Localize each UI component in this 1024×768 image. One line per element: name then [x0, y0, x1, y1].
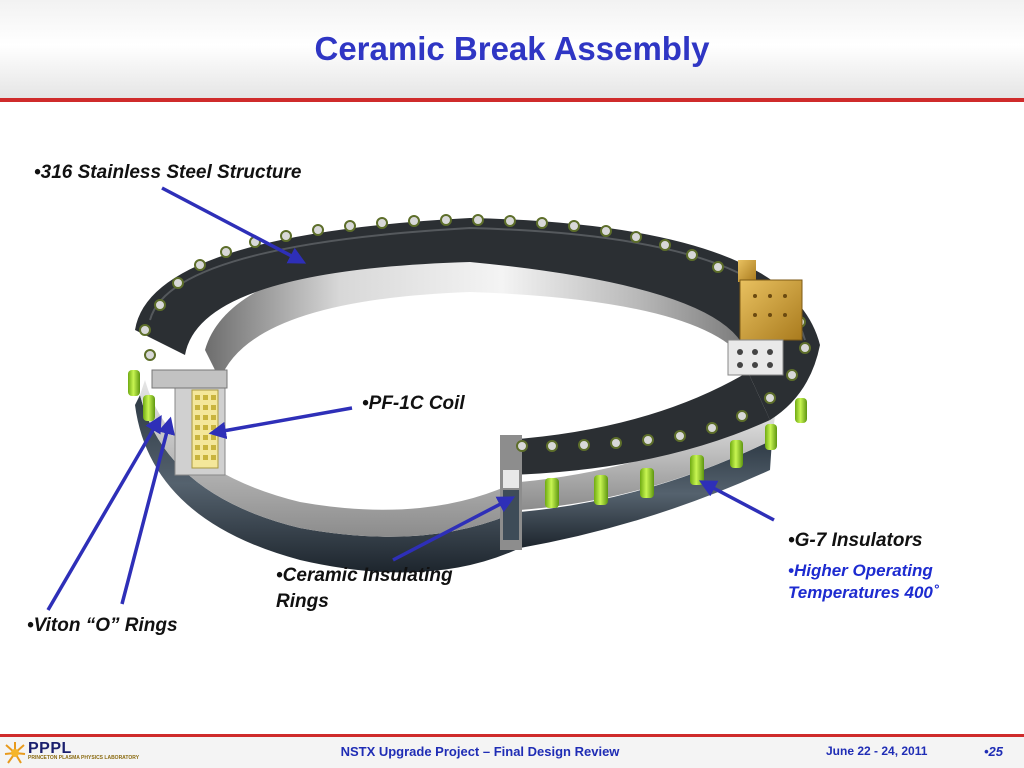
- footer-date: June 22 - 24, 2011: [826, 744, 928, 758]
- footer-project-name: NSTX Upgrade Project – Final Design Revi…: [340, 744, 620, 759]
- arrow-stainless: [161, 186, 307, 264]
- label-viton-o-rings: •Viton “O” Rings: [27, 615, 178, 636]
- label-stainless-steel: •316 Stainless Steel Structure: [34, 162, 302, 183]
- arrow-viton-2: [120, 416, 175, 605]
- header-divider: [0, 98, 1024, 102]
- front-flange: [505, 372, 770, 475]
- label-pf-1c-coil: •PF-1C Coil: [362, 393, 465, 414]
- g-7-insulators: [128, 370, 807, 508]
- label-higher-operating-temp: •Higher Operating Temperatures 400˚: [788, 561, 939, 602]
- lower-ring-plate: [140, 380, 520, 537]
- flange-bolts: [139, 214, 811, 452]
- arrow-pf-coil: [208, 406, 353, 440]
- arrow-g7: [698, 480, 775, 522]
- ring-end-section: [500, 435, 522, 550]
- arrow-viton-1: [46, 414, 162, 611]
- footer-divider: [0, 734, 1024, 737]
- arrow-ceramic: [392, 496, 516, 562]
- slide-header: [0, 0, 1024, 100]
- logo-text: PPPL: [28, 740, 72, 757]
- slide-footer: [0, 734, 1024, 768]
- slide-title: Ceramic Break Assembly: [314, 30, 710, 67]
- sunburst-icon: [4, 742, 26, 764]
- label-ceramic-rings: •Ceramic Insulating Rings: [276, 565, 453, 612]
- terminal-block: [727, 260, 803, 376]
- logo-subtitle: PRINCETON PLASMA PHYSICS LABORATORY: [28, 755, 140, 761]
- callout-arrows: [46, 186, 775, 611]
- label-g7-insulators: •G-7 Insulators: [788, 530, 923, 551]
- page-number: •25: [984, 744, 1004, 759]
- pppl-logo: PPPL PRINCETON PLASMA PHYSICS LABORATORY: [4, 740, 139, 766]
- top-flange: [135, 218, 820, 420]
